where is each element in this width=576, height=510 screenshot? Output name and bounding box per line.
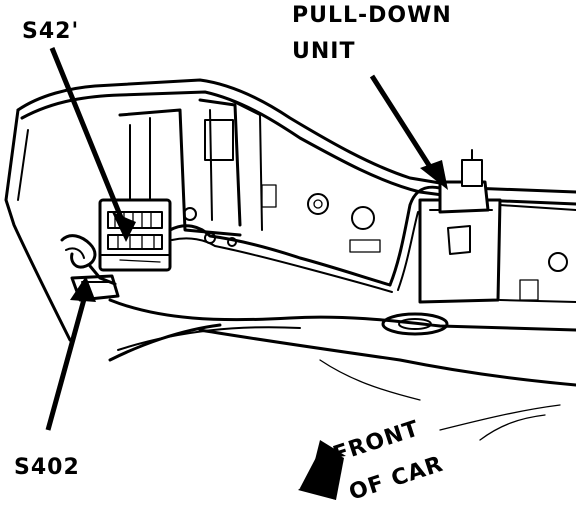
label-pulldown-line2: UNIT [292, 39, 355, 64]
label-s421: S42' [22, 19, 79, 44]
body-panel-outline [4, 78, 576, 441]
pulldown-arrow [369, 74, 448, 190]
label-pulldown-line1: PULL-DOWN [292, 3, 452, 28]
front-direction-arrow-icon [298, 440, 346, 500]
label-s402: S402 [14, 455, 80, 480]
s402-arrow [45, 276, 96, 431]
s421-arrow [49, 47, 136, 242]
pull-down-unit [381, 149, 576, 336]
label-front-line1: FRONT [330, 416, 422, 467]
